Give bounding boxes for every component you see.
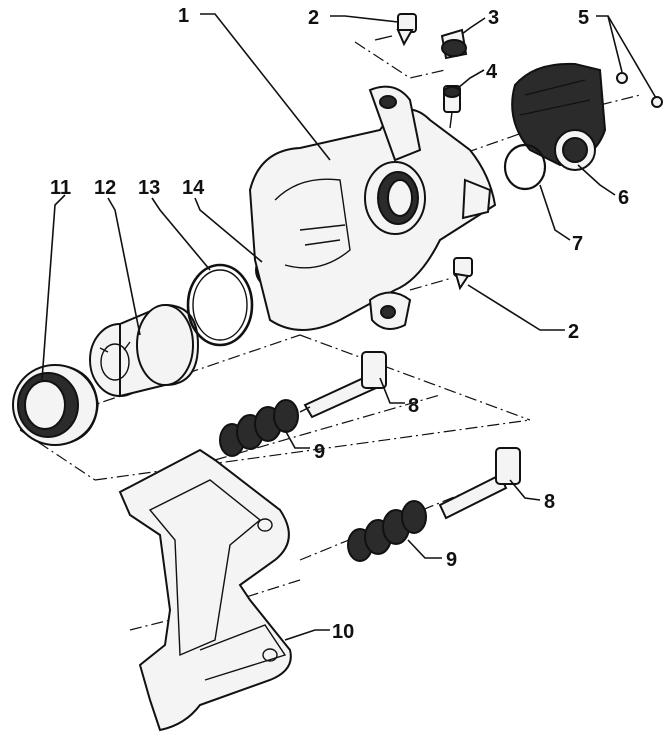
callout-9-upper: 9 (314, 441, 325, 463)
screw-part-5 (616, 72, 663, 108)
carrier-bracket-part-10 (118, 448, 292, 732)
dust-cap-part-3 (440, 28, 468, 60)
piston-part-12 (89, 303, 200, 398)
callout-12: 12 (94, 177, 116, 199)
actuator-part-6 (511, 62, 607, 171)
dust-boot-part-11 (12, 364, 99, 446)
caliper-housing-part-1 (248, 85, 497, 331)
bleed-valve-part-4 (443, 85, 461, 129)
bolt-part-2-bottom (453, 257, 473, 291)
callout-1: 1 (178, 5, 189, 27)
callout-8-lower: 8 (544, 491, 555, 513)
leader-lines (41, 13, 657, 641)
callout-10: 10 (332, 621, 354, 643)
callout-labels: 1 2 3 4 5 6 7 2 8 9 8 9 10 11 12 13 14 (50, 5, 629, 643)
callout-4: 4 (486, 61, 498, 83)
guide-pin-part-8-lower (438, 447, 521, 520)
bolt-part-2-top (374, 13, 417, 47)
callout-5: 5 (578, 7, 589, 29)
seal-ring-part-13 (186, 263, 254, 347)
callout-9-lower: 9 (446, 549, 457, 571)
o-ring-part-7 (503, 143, 547, 191)
guide-pin-part-8-upper (299, 351, 387, 419)
callout-2-top: 2 (308, 7, 319, 29)
callout-11: 11 (50, 177, 71, 199)
callout-7: 7 (572, 233, 583, 255)
callout-2-bottom: 2 (568, 321, 579, 343)
callout-8-upper: 8 (408, 395, 419, 417)
callout-13: 13 (138, 177, 160, 199)
callout-3: 3 (488, 7, 499, 29)
guide-boot-part-9-lower (347, 500, 427, 562)
callout-6: 6 (618, 187, 629, 209)
guide-boot-part-9-upper (219, 399, 299, 457)
callout-14: 14 (182, 177, 205, 199)
